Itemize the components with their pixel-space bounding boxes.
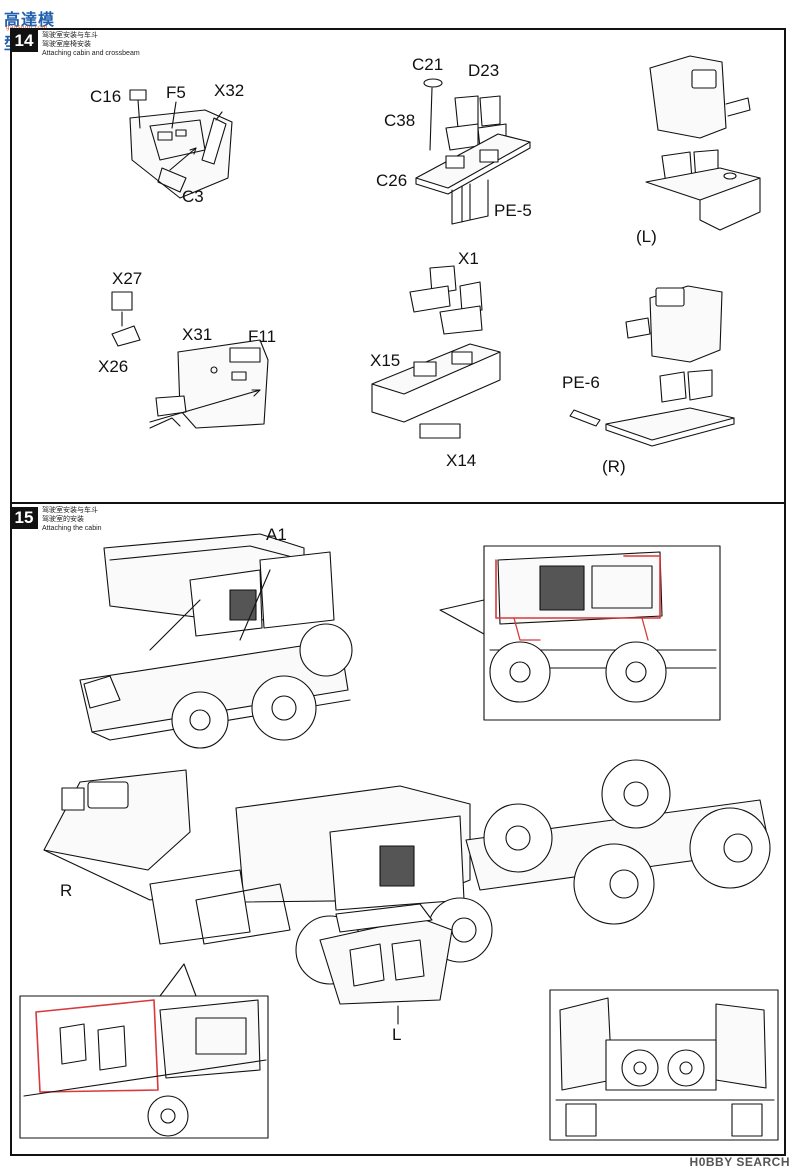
step-15-title-zh: 驾驶室安装与车斗 bbox=[42, 506, 98, 514]
detail-callout-cabin-interior bbox=[19, 963, 269, 1139]
label-x14: X14 bbox=[446, 451, 477, 470]
truck-full-assembly bbox=[43, 759, 771, 1025]
label-left-side: (L) bbox=[636, 227, 657, 246]
label-right-side: (R) bbox=[602, 457, 626, 476]
label-d23: D23 bbox=[468, 61, 500, 80]
seat-subassembly-d23 bbox=[415, 78, 531, 225]
label-f11: F11 bbox=[248, 327, 277, 346]
step-15-title-en: Attaching the cabin bbox=[42, 525, 102, 532]
label-x32: X32 bbox=[214, 81, 245, 100]
label-x27: X27 bbox=[112, 269, 143, 288]
step-14-number: 14 bbox=[10, 30, 38, 52]
step-divider bbox=[10, 502, 786, 504]
cabin-right-assembled bbox=[569, 285, 735, 447]
step-14-subtitle-zh: 驾驶室座椅安装 bbox=[42, 40, 91, 48]
label-x31: X31 bbox=[182, 325, 213, 344]
label-f5: F5 bbox=[166, 83, 186, 102]
label-pe6: PE-6 bbox=[562, 373, 600, 392]
label-x1: X1 bbox=[458, 249, 479, 268]
detail-front-view bbox=[549, 989, 779, 1141]
cabin-left-assembled bbox=[645, 55, 761, 231]
panel-subassembly-f5 bbox=[129, 89, 233, 199]
label-c21: C21 bbox=[412, 55, 444, 74]
step-14-title-en: Attaching cabin and crossbeam bbox=[42, 50, 140, 57]
label-pe5: PE-5 bbox=[494, 201, 532, 220]
label-c3: C3 bbox=[182, 187, 204, 206]
instruction-page-frame bbox=[10, 28, 786, 1156]
truck-chassis-top-left bbox=[79, 533, 353, 749]
panel-subassembly-x31 bbox=[149, 339, 269, 429]
detail-callout-cabin-side bbox=[439, 545, 721, 721]
label-c26: C26 bbox=[376, 171, 408, 190]
hobby-search-watermark: H0BBY SEARCH bbox=[689, 1155, 790, 1169]
step-14-title-zh: 驾驶室安装与车斗 bbox=[42, 31, 98, 39]
label-c38: C38 bbox=[384, 111, 416, 130]
step-15-number: 15 bbox=[10, 507, 38, 529]
label-x26: X26 bbox=[98, 357, 129, 376]
step-15-subtitle-zh: 驾驶室的安装 bbox=[42, 515, 84, 523]
label-r: R bbox=[60, 881, 73, 900]
seat-subassembly-x1 bbox=[371, 265, 501, 439]
part-x27-x26 bbox=[111, 291, 141, 347]
label-x15: X15 bbox=[370, 351, 401, 370]
label-c16: C16 bbox=[90, 87, 122, 106]
label-a1: A1 bbox=[266, 525, 287, 544]
label-l: L bbox=[392, 1025, 402, 1044]
